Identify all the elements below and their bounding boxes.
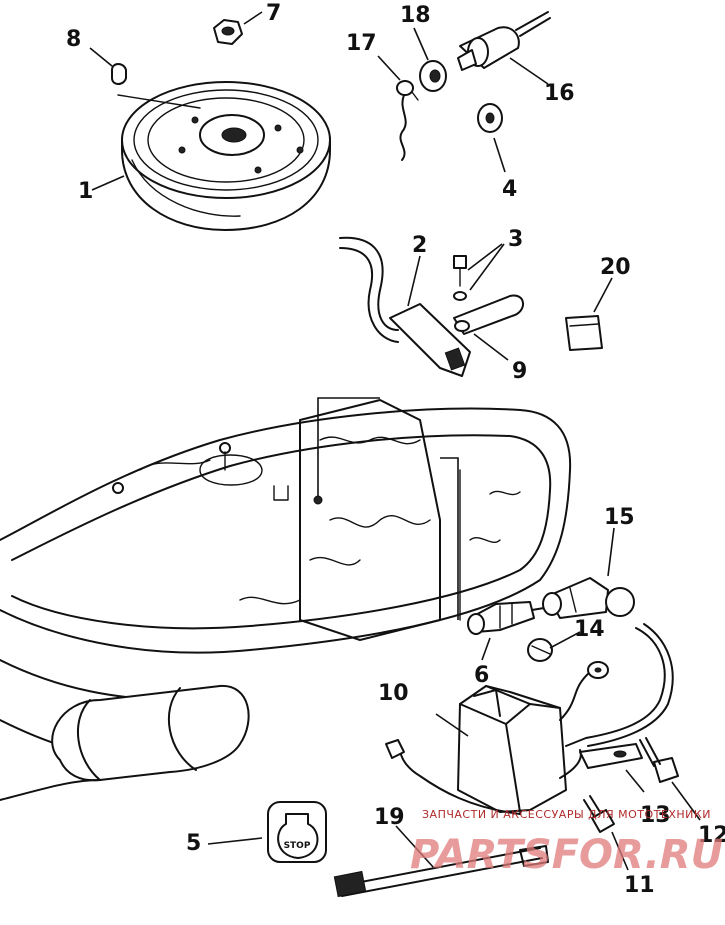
plate-label: STOP xyxy=(284,841,311,851)
callout-leaders xyxy=(89,11,701,871)
callout-8: 8 xyxy=(66,27,81,52)
bolt-part-11 xyxy=(583,795,615,833)
stop-switch-part-16 xyxy=(457,11,551,71)
lever-part-9 xyxy=(453,294,524,335)
callout-16: 16 xyxy=(544,81,575,106)
callout-6: 6 xyxy=(474,663,489,688)
callout-7: 7 xyxy=(266,1,281,26)
nut-part-7 xyxy=(213,19,243,45)
washer-part-4 xyxy=(477,103,503,133)
callout-2: 2 xyxy=(412,233,427,258)
bolt-part-12 xyxy=(639,737,679,783)
key-part-8 xyxy=(111,63,201,109)
watermark: ЗАПЧАСТИ И АКСЕССУАРЫ ДЛЯ МОТОТЕХНИКИ PA… xyxy=(410,808,723,878)
cable-bracket-assembly xyxy=(339,236,524,377)
watermark-caption: ЗАПЧАСТИ И АКСЕССУАРЫ ДЛЯ МОТОТЕХНИКИ xyxy=(422,808,711,821)
lower-cowl-engine xyxy=(0,397,572,801)
callout-9: 9 xyxy=(512,359,527,384)
callout-17: 17 xyxy=(346,31,377,56)
callout-13: 13 xyxy=(640,803,671,828)
callout-5: 5 xyxy=(186,831,201,856)
callout-15: 15 xyxy=(604,505,635,530)
flywheel-part-1 xyxy=(121,81,331,231)
cap-part-14 xyxy=(527,638,553,662)
stop-plate-part-5: STOP xyxy=(267,801,327,863)
lanyard-clip-part-17 xyxy=(396,80,419,161)
ground-bracket-part-13 xyxy=(579,743,643,769)
callout-11: 11 xyxy=(624,873,655,898)
screw-part-3 xyxy=(453,255,467,269)
switch-nut-part-18 xyxy=(419,60,447,92)
callout-18: 18 xyxy=(400,3,431,28)
cap-part-20 xyxy=(565,315,603,351)
callout-12: 12 xyxy=(698,823,725,848)
cable-part-19 xyxy=(333,845,549,898)
callout-1: 1 xyxy=(78,179,93,204)
callout-20: 20 xyxy=(600,255,631,280)
watermark-brand: PARTSFOR.RU xyxy=(410,832,723,878)
callout-14: 14 xyxy=(574,617,605,642)
callout-labels: 1 2 3 4 5 6 7 8 9 10 11 12 13 14 15 16 1… xyxy=(66,1,725,898)
ignition-coil-part-10 xyxy=(385,623,674,815)
callout-10: 10 xyxy=(378,681,409,706)
spark-plug-cap-part-15 xyxy=(542,577,635,619)
callout-4: 4 xyxy=(502,177,517,202)
spark-plug-part-6 xyxy=(467,601,545,635)
callout-3: 3 xyxy=(508,227,523,252)
callout-19: 19 xyxy=(374,805,405,830)
